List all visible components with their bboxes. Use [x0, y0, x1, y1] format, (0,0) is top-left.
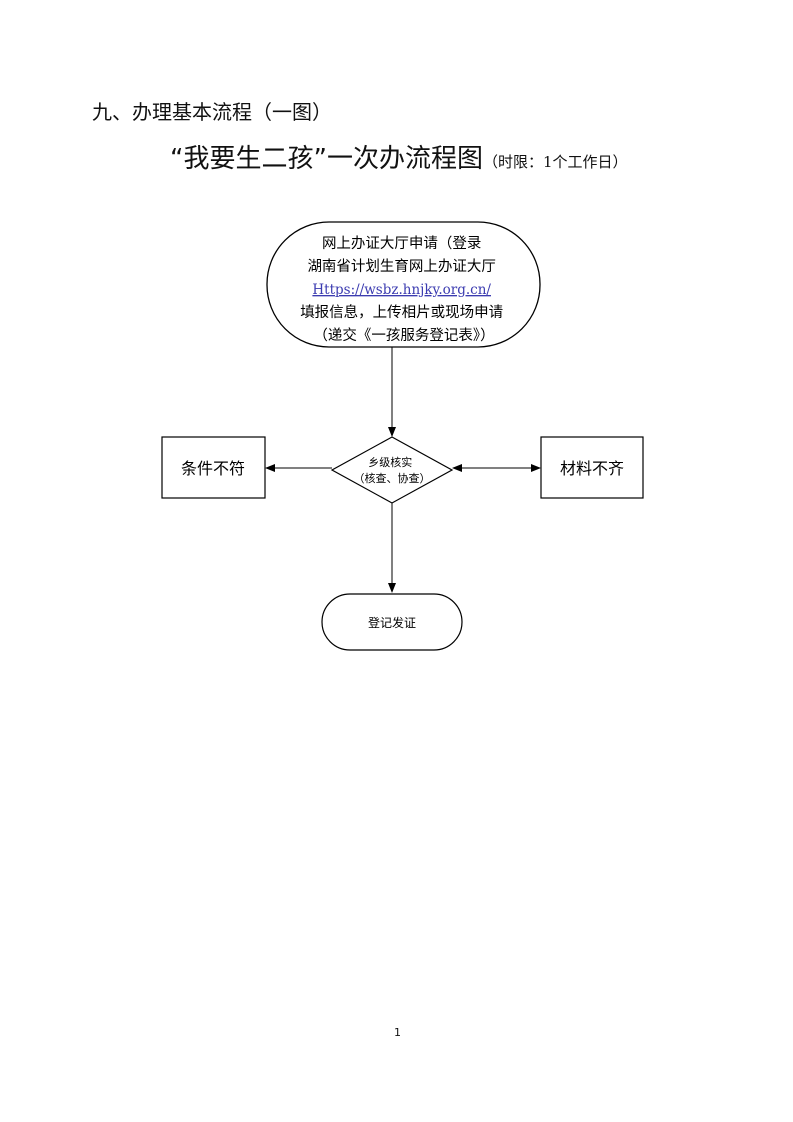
title-main: “我要生二孩”一次办流程图 — [170, 144, 483, 174]
decision-node — [330, 436, 454, 504]
right-box-text: 材料不齐 — [560, 459, 624, 478]
left-box — [161, 436, 266, 499]
decision-text: 乡级核实 （核查、协查） — [354, 455, 431, 485]
start-text: 网上办证大厅申请（登录 湖南省计划生育网上办证大厅 Https://wsbz.h… — [300, 235, 508, 344]
end-node — [321, 593, 463, 651]
url-link: Https://wsbz.hnjky.org.cn/ — [312, 282, 491, 298]
title-time-limit: （时限：1个工作日） — [482, 153, 628, 171]
section-heading: 九、办理基本流程（一图） — [92, 100, 332, 124]
left-box-text: 条件不符 — [181, 459, 245, 478]
flowchart-title: “我要生二孩”一次办流程图（时限：1个工作日） — [170, 138, 628, 175]
page-number: 1 — [394, 1026, 401, 1039]
right-box — [540, 436, 644, 499]
start-node — [266, 221, 541, 348]
end-text: 登记发证 — [368, 615, 416, 630]
